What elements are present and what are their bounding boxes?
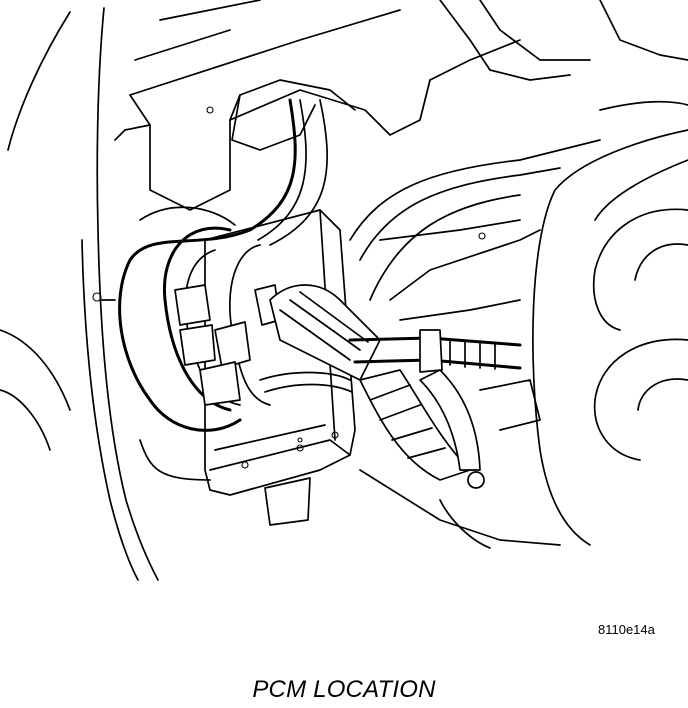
figure-caption: PCM LOCATION bbox=[252, 676, 436, 703]
tire bbox=[532, 100, 688, 546]
pcm-module bbox=[204, 209, 356, 526]
body-panels bbox=[114, 0, 688, 211]
main-harness bbox=[269, 284, 522, 381]
harness-loom bbox=[359, 369, 491, 549]
pcm-location-illustration bbox=[0, 0, 688, 581]
lower-structure bbox=[92, 292, 561, 546]
figure-code: 8110e14a bbox=[598, 622, 655, 637]
fender-edge bbox=[0, 7, 159, 581]
inner-fender bbox=[349, 139, 601, 321]
